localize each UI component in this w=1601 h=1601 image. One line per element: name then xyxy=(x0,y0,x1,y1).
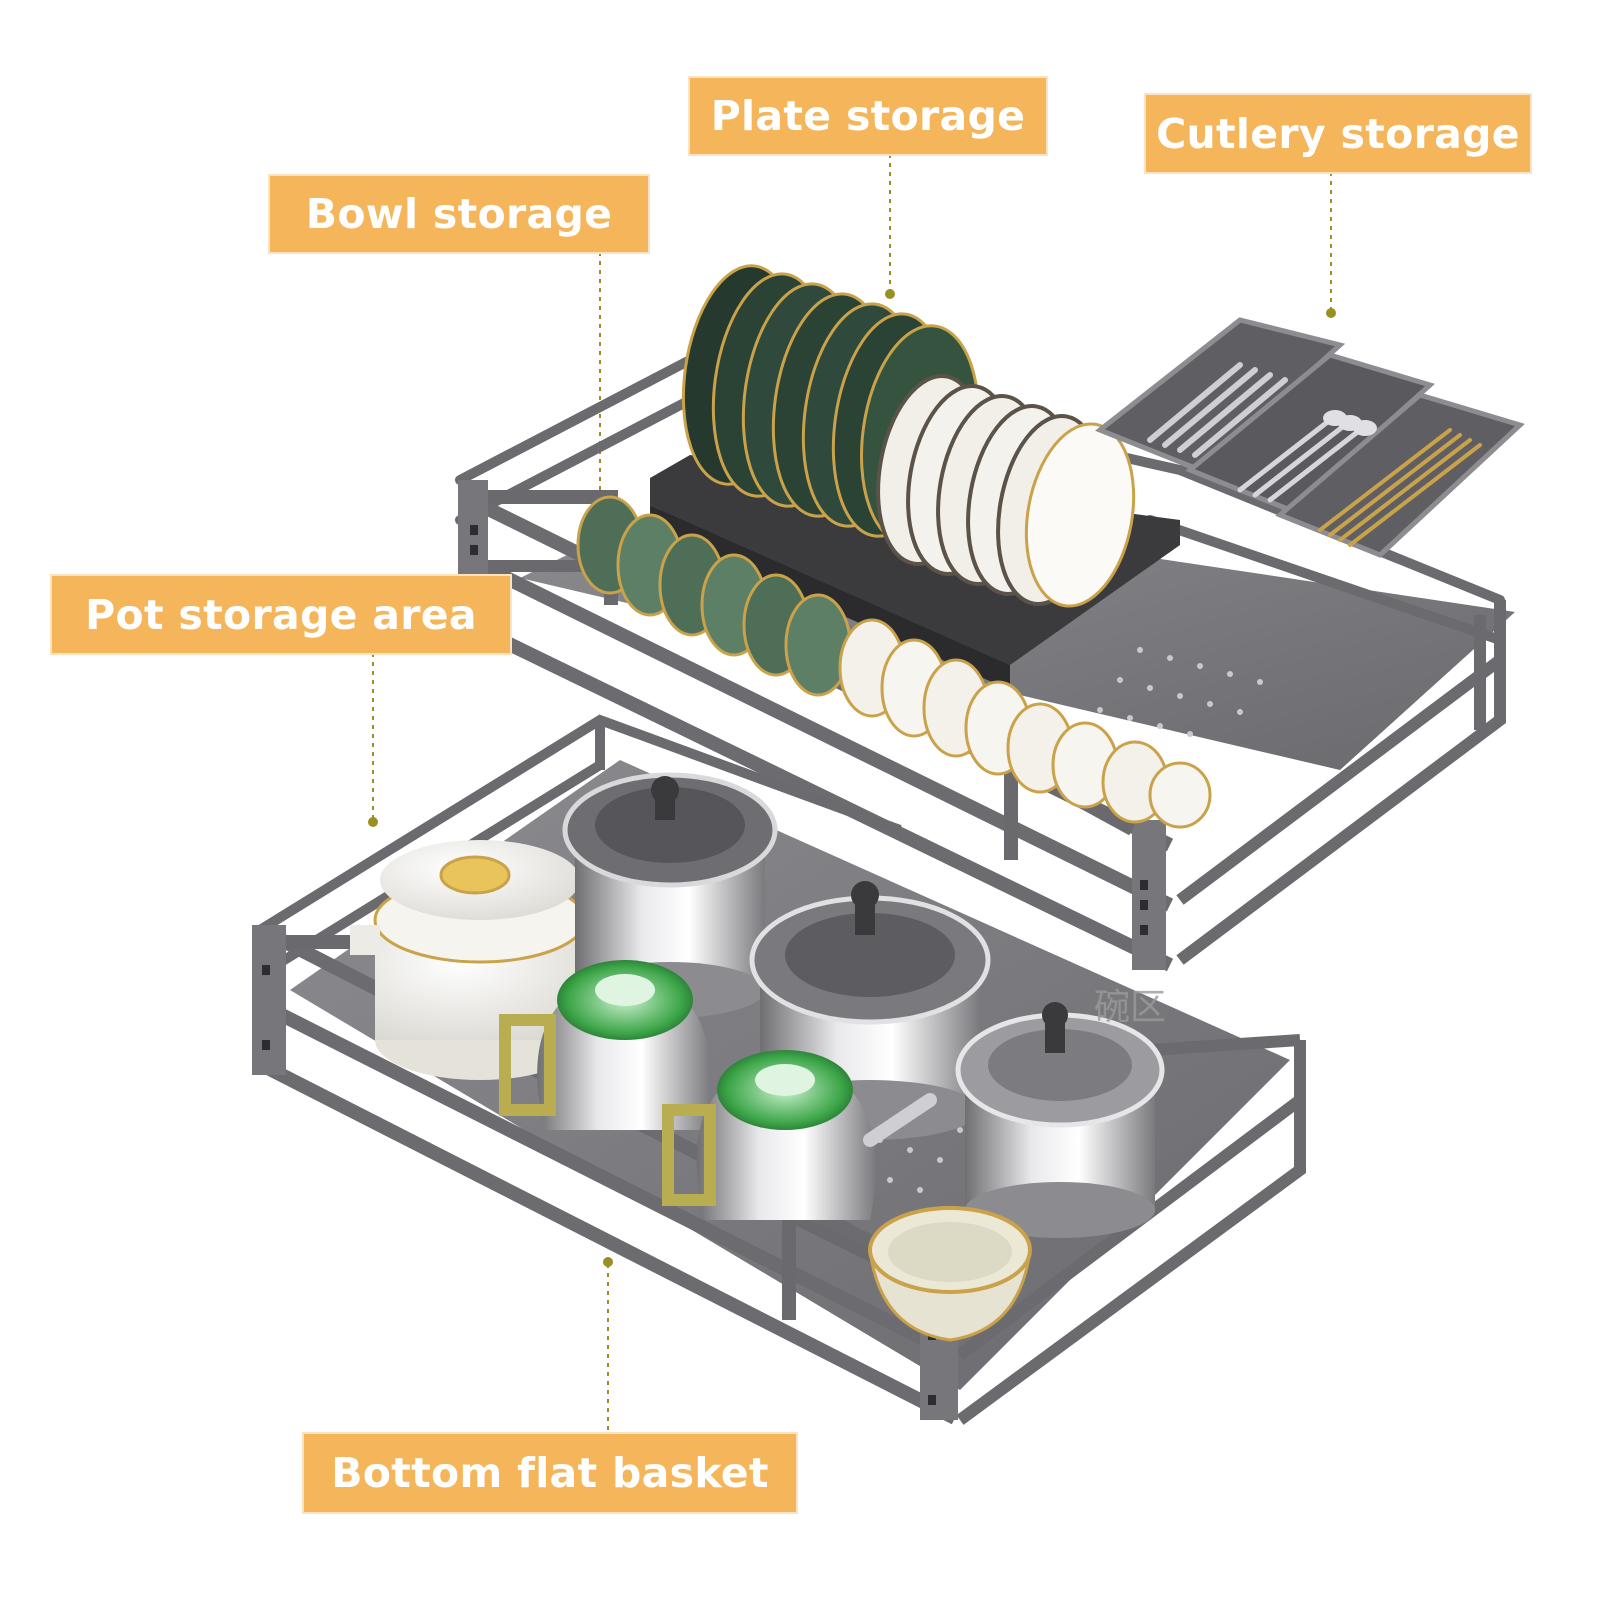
steel-pot-middle xyxy=(749,881,991,1140)
leader-dot-cutlery xyxy=(1326,308,1336,318)
spoons xyxy=(1237,417,1363,503)
callout-bowl-storage-label: Bowl storage xyxy=(305,190,613,238)
kettle-left xyxy=(499,960,711,1130)
callout-bottom-flat-basket: Bottom flat basket xyxy=(304,1434,796,1512)
spoon-heads xyxy=(1323,410,1377,436)
callout-bottom-flat-basket-label: Bottom flat basket xyxy=(331,1449,769,1497)
white-plates xyxy=(876,374,1136,608)
callout-bowl-storage: Bowl storage xyxy=(270,176,648,252)
callout-cutlery-storage: Cutlery storage xyxy=(1146,95,1530,172)
leader-dot-pot xyxy=(368,817,378,827)
upper-basket-right-end xyxy=(1001,754,1166,970)
callout-pot-storage-area: Pot storage area xyxy=(52,576,510,653)
steel-pot-right xyxy=(955,1002,1165,1238)
steel-pot-back xyxy=(562,772,778,1018)
callout-plate-storage-label: Plate storage xyxy=(710,92,1026,140)
chopsticks xyxy=(1318,428,1482,547)
cutlery-trays xyxy=(1095,317,1525,558)
callout-plate-storage: Plate storage xyxy=(690,78,1046,154)
leader-dot-plate xyxy=(885,289,895,299)
kettle-right xyxy=(662,1050,937,1220)
knives xyxy=(1147,362,1288,458)
white-bowls xyxy=(838,618,1212,829)
lower-basket-right-end xyxy=(779,1206,958,1420)
callout-cutlery-storage-label: Cutlery storage xyxy=(1156,109,1520,158)
leader-lines xyxy=(372,154,1332,1432)
watermark-text: 碗区 xyxy=(1094,987,1167,1028)
callout-pot-storage-area-label: Pot storage area xyxy=(85,590,477,639)
leader-dot-bottom xyxy=(603,1257,613,1267)
upper-basket-right-rails xyxy=(1176,600,1506,965)
green-bowls xyxy=(576,495,852,697)
cream-bowl xyxy=(868,1206,1032,1342)
